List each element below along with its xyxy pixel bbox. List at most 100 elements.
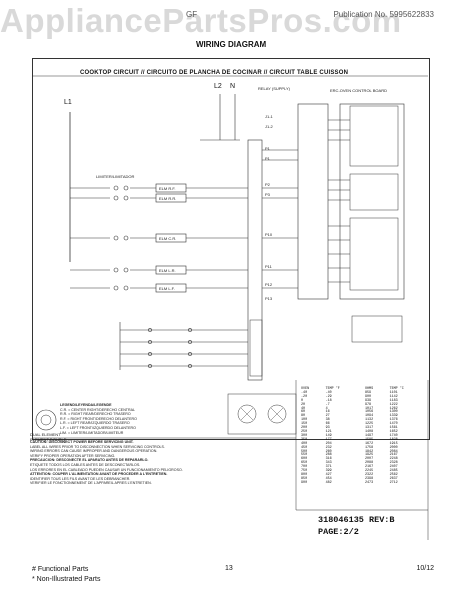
table-cell: 177: [325, 437, 332, 442]
table-cell: 978: [364, 402, 372, 407]
table-cell: 100: [301, 418, 308, 423]
table-cell: 1672: [364, 441, 374, 446]
warning-line: WIRING ERRORS CAN CAUSE IMPROPER AND DAN…: [30, 449, 158, 454]
element-label-lf: ELM L.F.: [159, 286, 175, 291]
table-cell: 482: [325, 480, 332, 485]
legend-line: L.R. = LEFT REAR/IZQUIERDO TRASERO: [60, 421, 130, 426]
j-row-5: P2: [265, 182, 271, 187]
table-header-row: OVEN TEMP °F OHMS TEMP °C: [300, 387, 428, 392]
page-reference: PAGE:2/2: [318, 527, 359, 537]
n-label: N: [230, 83, 235, 90]
element-label-cr: ELM C.R.: [159, 236, 176, 241]
table-cell: 800: [301, 472, 308, 477]
table-cell: 1056: [364, 410, 374, 415]
warning-line: VERIFIER LE FONCTIONNEMENT DE L'APPAREIL…: [30, 481, 152, 486]
table-cell: 2248: [389, 457, 398, 462]
table-cell: 1585: [364, 437, 374, 442]
table-cell: 350: [301, 437, 308, 442]
table-cell: 1225: [364, 422, 374, 427]
table-cell: 288: [325, 453, 332, 458]
table-cell: 66: [325, 422, 330, 427]
table-cell: -40: [325, 390, 332, 395]
table-cell: 27: [325, 414, 330, 419]
warning-line: CAUTION: DISCONNECT POWER BEFORE SERVICI…: [30, 440, 134, 444]
table-cell: 232: [325, 445, 332, 450]
table-cell: 2712: [389, 480, 398, 485]
table-cell: 121: [325, 429, 332, 434]
table-cell: 1317: [364, 426, 374, 431]
table-cell: 2007: [364, 457, 374, 462]
table-cell: 2167: [389, 453, 398, 458]
page-title: WIRING DIAGRAM: [196, 40, 267, 49]
table-cell: 4: [325, 406, 328, 411]
table-cell: 1925: [364, 453, 374, 458]
table-cell: 939: [364, 398, 372, 403]
table-cell: 2328: [389, 461, 398, 466]
table-cell: 149: [325, 433, 332, 438]
table-cell: 2245: [364, 469, 374, 474]
warning-line: LABEL ALL WIRES PRIOR TO DISCONNECTION W…: [30, 444, 165, 449]
table-cell: 300: [301, 433, 308, 438]
table-cell: 93: [325, 426, 330, 431]
limiter-label: LIMITER/LIMITADOR: [96, 174, 134, 179]
table-cell: -40: [301, 390, 308, 395]
table-cell: 859: [364, 390, 372, 395]
table-row: -40 -40 859 1101: [300, 390, 428, 396]
table-header: TEMP °F: [325, 387, 340, 391]
legend-line: LIM. = LIMITER/LIMITADOR/LIMITEUR: [60, 430, 124, 435]
watermark: AppliancePartsPros.com: [0, 2, 402, 39]
table-cell: 204: [325, 441, 332, 446]
j-row-1: J1-1: [265, 114, 274, 119]
table-cell: 2562: [389, 472, 398, 477]
legend: LEGEND/LEYENDA/LEGENDE C.R. = CENTER RIG…: [60, 403, 190, 435]
l2-label: L2: [214, 83, 222, 90]
functional-parts-note: # Functional Parts: [32, 566, 89, 573]
warning-line: ETIQUETE TODOS LOS CABLES ANTES DE DESCO…: [30, 462, 141, 467]
erc-label: ERC-OVEN CONTROL BOARD: [330, 88, 387, 93]
table-cell: 1101: [389, 390, 398, 395]
j-row-7: P10: [265, 232, 273, 237]
table-cell: 1262: [389, 406, 398, 411]
part-number: 318046135 REV:B: [318, 515, 395, 525]
table-cell: 850: [301, 476, 308, 481]
l1-label: L1: [64, 99, 72, 106]
warning-line: ATTENTION: COUPER L'ALIMENTATION AVANT D…: [30, 472, 168, 477]
legend-line: R.F. = RIGHT FRONT/DERECHO DELANTERO: [60, 416, 137, 421]
table-cell: 700: [301, 465, 308, 470]
warning-line: PRECAUCION: DESCONECTE EL APARATO ANTES …: [30, 458, 149, 463]
section-title: COOKTOP CIRCUIT // CIRCUITO DE PLANCHA D…: [80, 70, 349, 76]
element-label-rr: ELM R.R.: [159, 196, 176, 201]
table-cell: 150: [301, 422, 308, 427]
table-cell: 1376: [389, 418, 398, 423]
table-cell: 38: [325, 418, 330, 423]
table-cell: 1183: [389, 398, 398, 403]
table-cell: 200: [301, 426, 308, 431]
footer-date: 10/12: [416, 565, 434, 572]
table-cell: 20: [301, 402, 306, 407]
table-cell: 1132: [364, 418, 374, 423]
j-row-6: P3: [265, 192, 271, 197]
table-row: 100 38 1132 1376: [300, 418, 428, 423]
table-cell: 2000: [389, 445, 398, 450]
j-row-10: P13: [265, 296, 273, 301]
table-cell: 1408: [364, 429, 374, 434]
legend-title: LEGEND/LEYENDA/LEGENDE: [60, 403, 112, 407]
warning-block: CAUTION: DISCONNECT POWER BEFORE SERVICI…: [30, 440, 280, 486]
j-row-2: J1-2: [265, 124, 274, 129]
warning-line: LOS ERRORES EN EL CABLEADO PUEDEN CAUSAR…: [30, 467, 183, 472]
table-cell: 454: [325, 476, 332, 481]
table-cell: 399: [325, 469, 332, 474]
table-cell: 450: [301, 445, 308, 450]
table-cell: 900: [364, 394, 372, 399]
j-row-9: P12: [265, 282, 273, 287]
table-cell: 80: [301, 414, 306, 419]
table-cell: 16: [325, 410, 330, 415]
